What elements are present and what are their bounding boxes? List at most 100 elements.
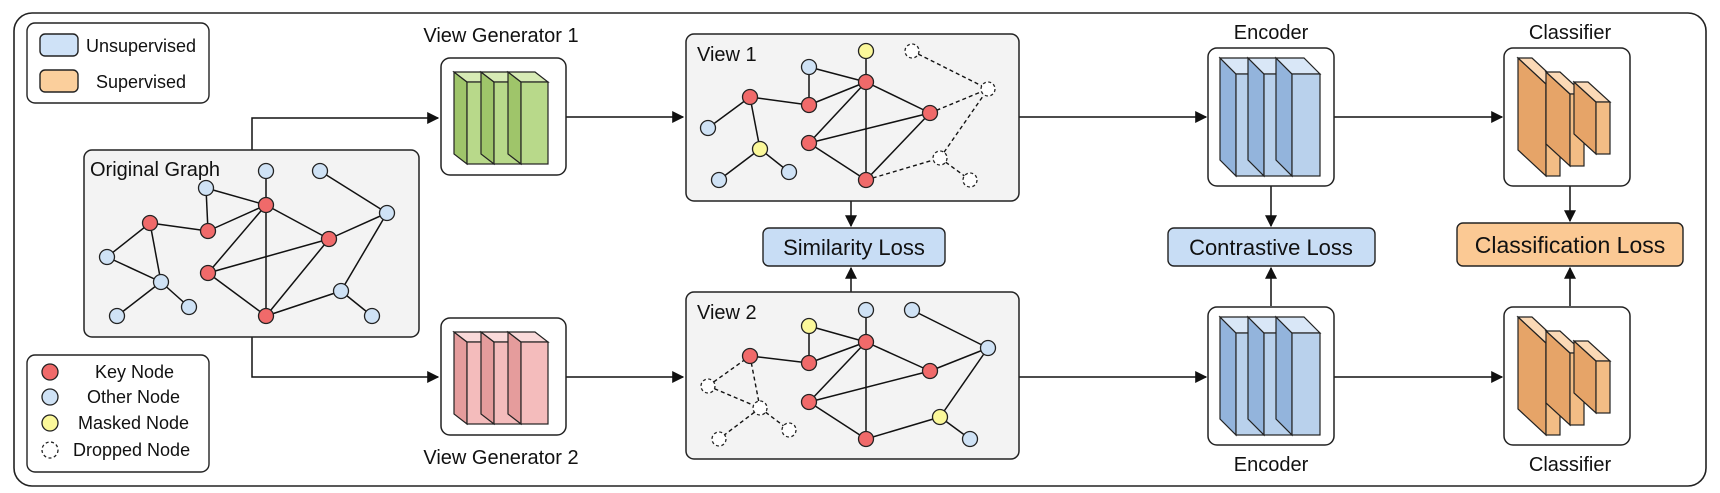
- contrastive-loss: Contrastive Loss: [1167, 227, 1376, 267]
- graph-node: [857, 301, 875, 319]
- graph-node: [257, 162, 275, 180]
- graph-node: [332, 282, 350, 300]
- encoder-top-label: Encoder: [1234, 22, 1309, 44]
- graph-node: [311, 162, 329, 180]
- view2-title: View 2: [697, 302, 757, 324]
- similarity-loss-label: Similarity Loss: [783, 235, 925, 260]
- supervised-label: Supervised: [96, 72, 186, 92]
- classifier-top: Classifier: [1503, 22, 1631, 187]
- view-generator-1: View Generator 1: [423, 25, 579, 176]
- unsupervised-swatch: [39, 33, 79, 57]
- encoder-bottom-label: Encoder: [1234, 454, 1309, 476]
- view-generator-2: View Generator 2: [423, 317, 579, 469]
- graph-node: [921, 104, 939, 122]
- classification-loss: Classification Loss: [1456, 222, 1684, 267]
- graph-node: [699, 119, 717, 137]
- graph-node: [741, 347, 759, 365]
- classifier-bottom: Classifier: [1503, 306, 1631, 476]
- view1-panel: View 1: [685, 33, 1020, 202]
- graph-node: [857, 333, 875, 351]
- graph-node: [800, 317, 818, 335]
- graph-node: [257, 307, 275, 325]
- view-generator-2-title: View Generator 2: [423, 447, 578, 469]
- other-node-swatch: [41, 388, 59, 406]
- dropped-node: [700, 378, 716, 394]
- graph-node: [199, 264, 217, 282]
- key-node-label: Key Node: [95, 362, 174, 382]
- classification-loss-label: Classification Loss: [1475, 232, 1665, 258]
- arrow-original-to-generator1: [251, 112, 440, 150]
- masked-node-swatch: [41, 414, 59, 432]
- graph-node: [800, 96, 818, 114]
- graph-node: [857, 430, 875, 448]
- arrow-original-to-generator2: [251, 336, 440, 383]
- unsupervised-label: Unsupervised: [86, 36, 196, 56]
- connectors: [251, 111, 1576, 383]
- graph-node: [857, 171, 875, 189]
- graph-node: [710, 171, 728, 189]
- graph-node: [961, 430, 979, 448]
- other-node-label: Other Node: [87, 387, 180, 407]
- graph-node: [800, 58, 818, 76]
- classification-loss-box: [1456, 222, 1684, 267]
- original-graph-panel: Original Graph: [83, 149, 420, 338]
- view-generator-1-title: View Generator 1: [423, 25, 578, 47]
- graph-node: [257, 196, 275, 214]
- legend-node-types: Key Node Other Node Masked Node Dropped …: [26, 354, 210, 473]
- graph-node: [378, 204, 396, 222]
- dropped-node: [904, 43, 920, 59]
- contrastive-loss-label: Contrastive Loss: [1189, 235, 1353, 260]
- view2-panel: View 2: [685, 291, 1020, 460]
- encoder-bottom: Encoder: [1207, 306, 1335, 476]
- graph-node: [363, 307, 381, 325]
- classifier-stack: [1516, 315, 1612, 437]
- graph-node: [108, 307, 126, 325]
- generator-stack-pink: [452, 330, 550, 426]
- graph-node: [741, 88, 759, 106]
- encoder-stack: [1218, 315, 1322, 437]
- graph-node: [903, 301, 921, 319]
- classifier-top-label: Classifier: [1529, 22, 1612, 44]
- contrastive-loss-box: [1167, 227, 1376, 267]
- similarity-loss-box: [762, 227, 946, 267]
- encoder-top: Encoder: [1207, 22, 1335, 187]
- graph-node: [180, 298, 198, 316]
- graph-node: [857, 73, 875, 91]
- dropped-node-label: Dropped Node: [73, 440, 190, 460]
- graph-node: [921, 362, 939, 380]
- graph-node: [780, 163, 798, 181]
- dropped-node: [962, 172, 978, 188]
- graph-node: [931, 408, 949, 426]
- original-graph-title: Original Graph: [90, 159, 220, 181]
- graph-node: [98, 248, 116, 266]
- graph-node: [979, 339, 997, 357]
- legend-supervision: Unsupervised Supervised: [26, 22, 210, 104]
- graph-node: [152, 273, 170, 291]
- encoder-stack: [1218, 56, 1322, 178]
- key-node-swatch: [41, 363, 59, 381]
- legend-box: [26, 354, 210, 473]
- graph-node: [800, 393, 818, 411]
- graph-node: [751, 140, 769, 158]
- dropped-node: [752, 400, 768, 416]
- dropped-node-swatch: [41, 441, 59, 459]
- graph-node: [857, 42, 875, 60]
- graph-node: [320, 230, 338, 248]
- graph-node: [197, 179, 215, 197]
- graph-node: [800, 354, 818, 372]
- classifier-stack: [1516, 56, 1612, 178]
- graph-node: [800, 134, 818, 152]
- dropped-node: [781, 422, 797, 438]
- supervised-swatch: [39, 69, 79, 93]
- dropped-node: [980, 81, 996, 97]
- similarity-loss: Similarity Loss: [762, 227, 946, 267]
- masked-node-label: Masked Node: [78, 413, 189, 433]
- graph-node: [141, 214, 159, 232]
- dropped-node: [932, 150, 948, 166]
- view1-title: View 1: [697, 44, 757, 66]
- generator-stack-green: [452, 70, 550, 166]
- classifier-bottom-label: Classifier: [1529, 454, 1612, 476]
- dropped-node: [711, 431, 727, 447]
- graph-node: [199, 222, 217, 240]
